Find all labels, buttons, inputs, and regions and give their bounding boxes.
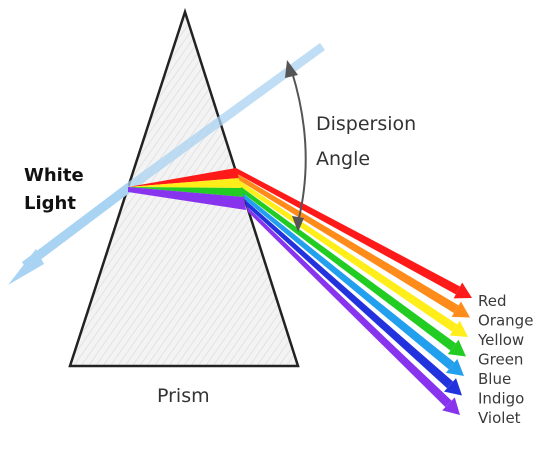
dispersion-arc-arrow-top [285,60,298,78]
color-label-indigo: Indigo [478,390,524,408]
white-light-label-line2: Light [24,193,76,214]
color-label-violet: Violet [478,409,521,427]
internal-red [128,168,240,187]
ray-arrowhead-indigo [444,378,462,396]
dispersion-label-line1: Dispersion [316,113,416,135]
exit-rays [236,168,472,415]
incident-beam [8,43,325,285]
incident-beam-shaft [22,183,132,270]
ray-red [236,168,461,295]
ray-arrowhead-green [447,339,466,357]
ray-arrowhead-violet [442,397,460,415]
internal-fan [128,168,246,210]
prism-label: Prism [157,385,210,407]
ray-violet [246,205,452,408]
internal-yellow [128,178,242,188]
ray-indigo [244,199,454,389]
dispersion-arc-arrow-bottom [292,216,304,232]
ray-green [241,186,456,351]
incident-beam-arrowhead [8,249,44,285]
color-label-orange: Orange [478,312,533,330]
ray-arrowhead-orange [451,301,470,318]
color-label-green: Green [478,351,523,369]
ray-arrowhead-blue [445,358,464,376]
white-light-label-line1: White [24,165,84,186]
color-label-blue: Blue [478,370,511,388]
dispersion-label-line2: Angle [316,148,370,170]
ray-arrowhead-yellow [449,320,468,337]
internal-violet [128,187,246,210]
color-label-red: Red [478,292,507,310]
incident-beam-extension [127,43,325,191]
color-label-yellow: Yellow [477,331,524,349]
ray-arrowhead-red [453,282,472,299]
ray-blue [242,193,455,370]
ray-orange [237,174,459,314]
dispersion-arc [291,71,307,223]
dispersion-angle-indicator [285,60,307,232]
